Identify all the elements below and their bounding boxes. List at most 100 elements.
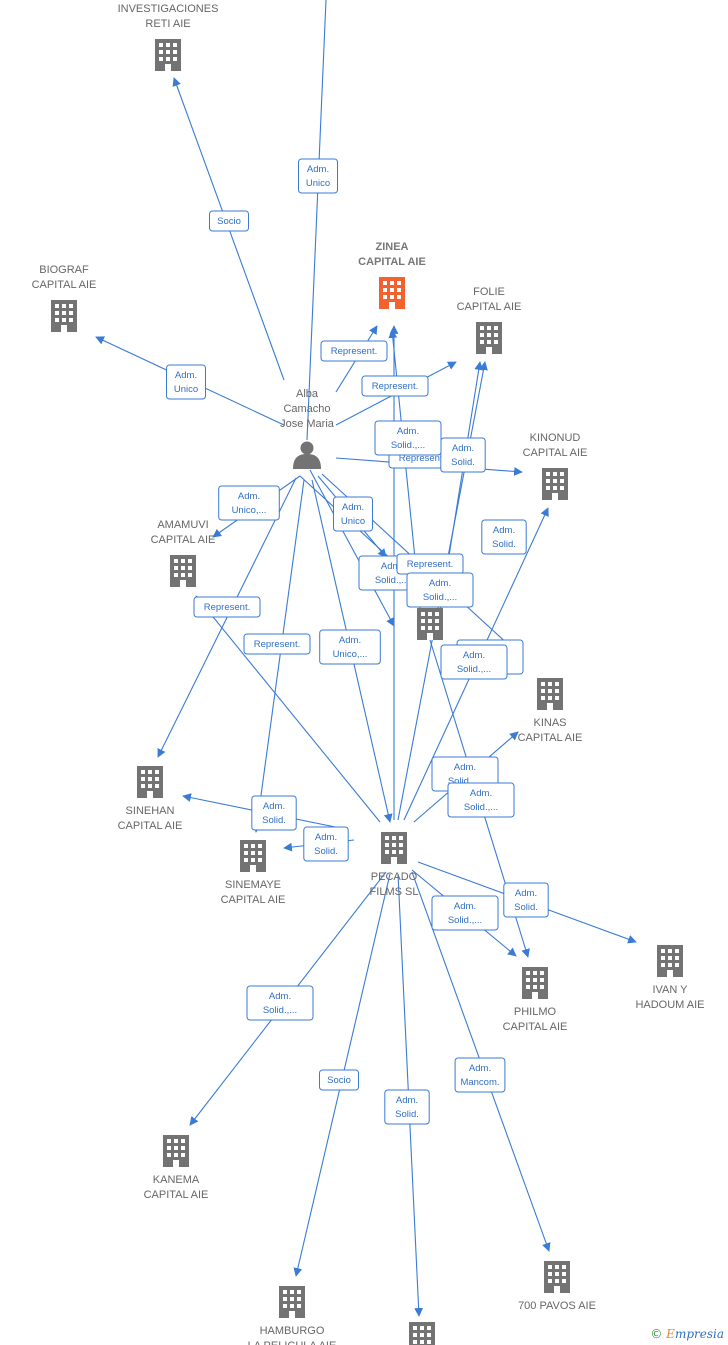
building-icon — [170, 555, 196, 587]
edge-label-box — [440, 644, 508, 680]
edge-label-text: Adm. — [269, 991, 291, 1002]
edge-label-box — [243, 633, 311, 655]
edge-label-box — [246, 985, 314, 1021]
edge-label[interactable]: Adm.Solid. — [303, 826, 349, 862]
edge-label[interactable]: Represent. — [243, 633, 311, 655]
edge-labels-layer: Adm.UnicoSocioAdm.UnicoRepresent.Represe… — [166, 158, 549, 1125]
node-label: CAPITAL AIE — [518, 732, 583, 744]
node-label: FILMS SL — [370, 886, 419, 898]
edge-label[interactable]: Adm.Unico — [298, 158, 338, 194]
edge-label-text: Solid.,... — [375, 575, 409, 586]
node-label: CAPITAL AIE — [523, 447, 588, 459]
node-mid[interactable] — [417, 608, 443, 640]
brand-name: mpresia — [674, 1327, 724, 1341]
node-bottom[interactable] — [409, 1322, 435, 1345]
edge-label-text: Adm. — [342, 502, 364, 513]
edge-label-text: Adm. — [515, 888, 537, 899]
edge-label[interactable]: Adm.Mancom. — [454, 1057, 506, 1093]
node-label: SINEMAYE — [225, 879, 281, 891]
edge-label[interactable]: Socio — [209, 210, 249, 232]
edge-label-box — [333, 496, 373, 532]
edge-label[interactable]: Adm.Solid.,... — [440, 644, 508, 680]
edge-label[interactable]: Adm.Solid. — [481, 519, 527, 555]
edge-label[interactable]: Adm.Unico,... — [218, 485, 280, 521]
edge-label-box — [193, 596, 261, 618]
building-icon — [137, 766, 163, 798]
node-label: KANEMA — [153, 1174, 200, 1186]
edge-label[interactable]: Adm.Solid.,... — [374, 420, 442, 456]
edge-label[interactable]: Adm.Unico,... — [319, 629, 381, 665]
edge-label[interactable]: Adm. Solid. — [503, 882, 549, 918]
edge-label-text: Solid. — [514, 902, 538, 913]
edge-line — [306, 0, 327, 441]
edge-label-box — [374, 420, 442, 456]
person-icon — [293, 441, 321, 469]
edge-label-text: Represent. — [331, 346, 377, 357]
node-label: CAPITAL AIE — [457, 301, 522, 313]
edge-label-text: Represent. — [407, 559, 453, 570]
building-icon — [51, 300, 77, 332]
edge-label-text: Mancom. — [460, 1077, 499, 1088]
node-ivan[interactable]: IVAN Y HADOUM AIE — [635, 945, 705, 1011]
node-label: CAPITAL AIE — [358, 256, 426, 268]
edge-label[interactable]: Adm.Solid. — [440, 437, 486, 473]
edge-label-text: Adm. — [381, 561, 403, 572]
node-label: Jose Maria — [280, 418, 335, 430]
edge-label[interactable]: Represent. — [320, 340, 388, 362]
edge-label-text: Solid.,... — [457, 664, 491, 675]
edge-label-text: Adm. — [452, 443, 474, 454]
node-label: LA PELICULA AIE — [248, 1340, 337, 1345]
edge-label-text: Unico,... — [333, 649, 368, 660]
edge-label-text: Adm. — [454, 762, 476, 773]
building-icon — [542, 468, 568, 500]
edge-label-box — [319, 629, 381, 665]
node-label: 700 PAVOS AIE — [518, 1300, 596, 1312]
edge-label-box — [303, 826, 349, 862]
edge-label[interactable]: Adm.Solid. — [251, 795, 297, 831]
node-label: HADOUM AIE — [635, 999, 704, 1011]
edge-label[interactable]: Adm.Solid.,... — [431, 895, 499, 931]
edge-label-text: Represent. — [204, 602, 250, 613]
edge-label-text: Represent. — [399, 453, 445, 464]
edge-label[interactable]: Adm.Solid. — [384, 1089, 430, 1125]
edge-line — [252, 479, 305, 833]
building-icon — [240, 840, 266, 872]
edge-label-box — [384, 1089, 430, 1125]
node-hamburgo[interactable]: HAMBURGOLA PELICULA AIE — [248, 1286, 337, 1345]
node-label: IVAN Y — [652, 984, 688, 996]
building-icon — [476, 322, 502, 354]
edge-label[interactable]: Socio — [319, 1069, 359, 1091]
node-label: Alba — [296, 388, 319, 400]
node-label: SINEHAN — [126, 805, 175, 817]
edge-label-box — [440, 437, 486, 473]
edge-label-text: Solid. — [492, 539, 516, 550]
edge-label[interactable]: Represent. — [361, 375, 429, 397]
edge-label[interactable]: Adm.Unico — [166, 364, 206, 400]
edge-label-text: Solid. — [262, 815, 286, 826]
building-icon — [657, 945, 683, 977]
building-icon — [381, 832, 407, 864]
edge-label-text: Solid.,... — [263, 1005, 297, 1016]
edge-label[interactable]: Represent. — [396, 553, 464, 575]
edge-label[interactable]: Adm.Solid.,... — [447, 782, 515, 818]
edge-label[interactable]: Adm.Unico — [333, 496, 373, 532]
brand-watermark: © Empresia — [650, 1327, 724, 1341]
edge-label-box — [447, 782, 515, 818]
node-pavos[interactable]: 700 PAVOS AIE — [518, 1261, 596, 1312]
edge-label[interactable]: Adm. Solid.,... — [246, 985, 314, 1021]
edge-label[interactable]: Adm.Solid.,... — [406, 572, 474, 608]
edge-label[interactable]: Represent. — [193, 596, 261, 618]
